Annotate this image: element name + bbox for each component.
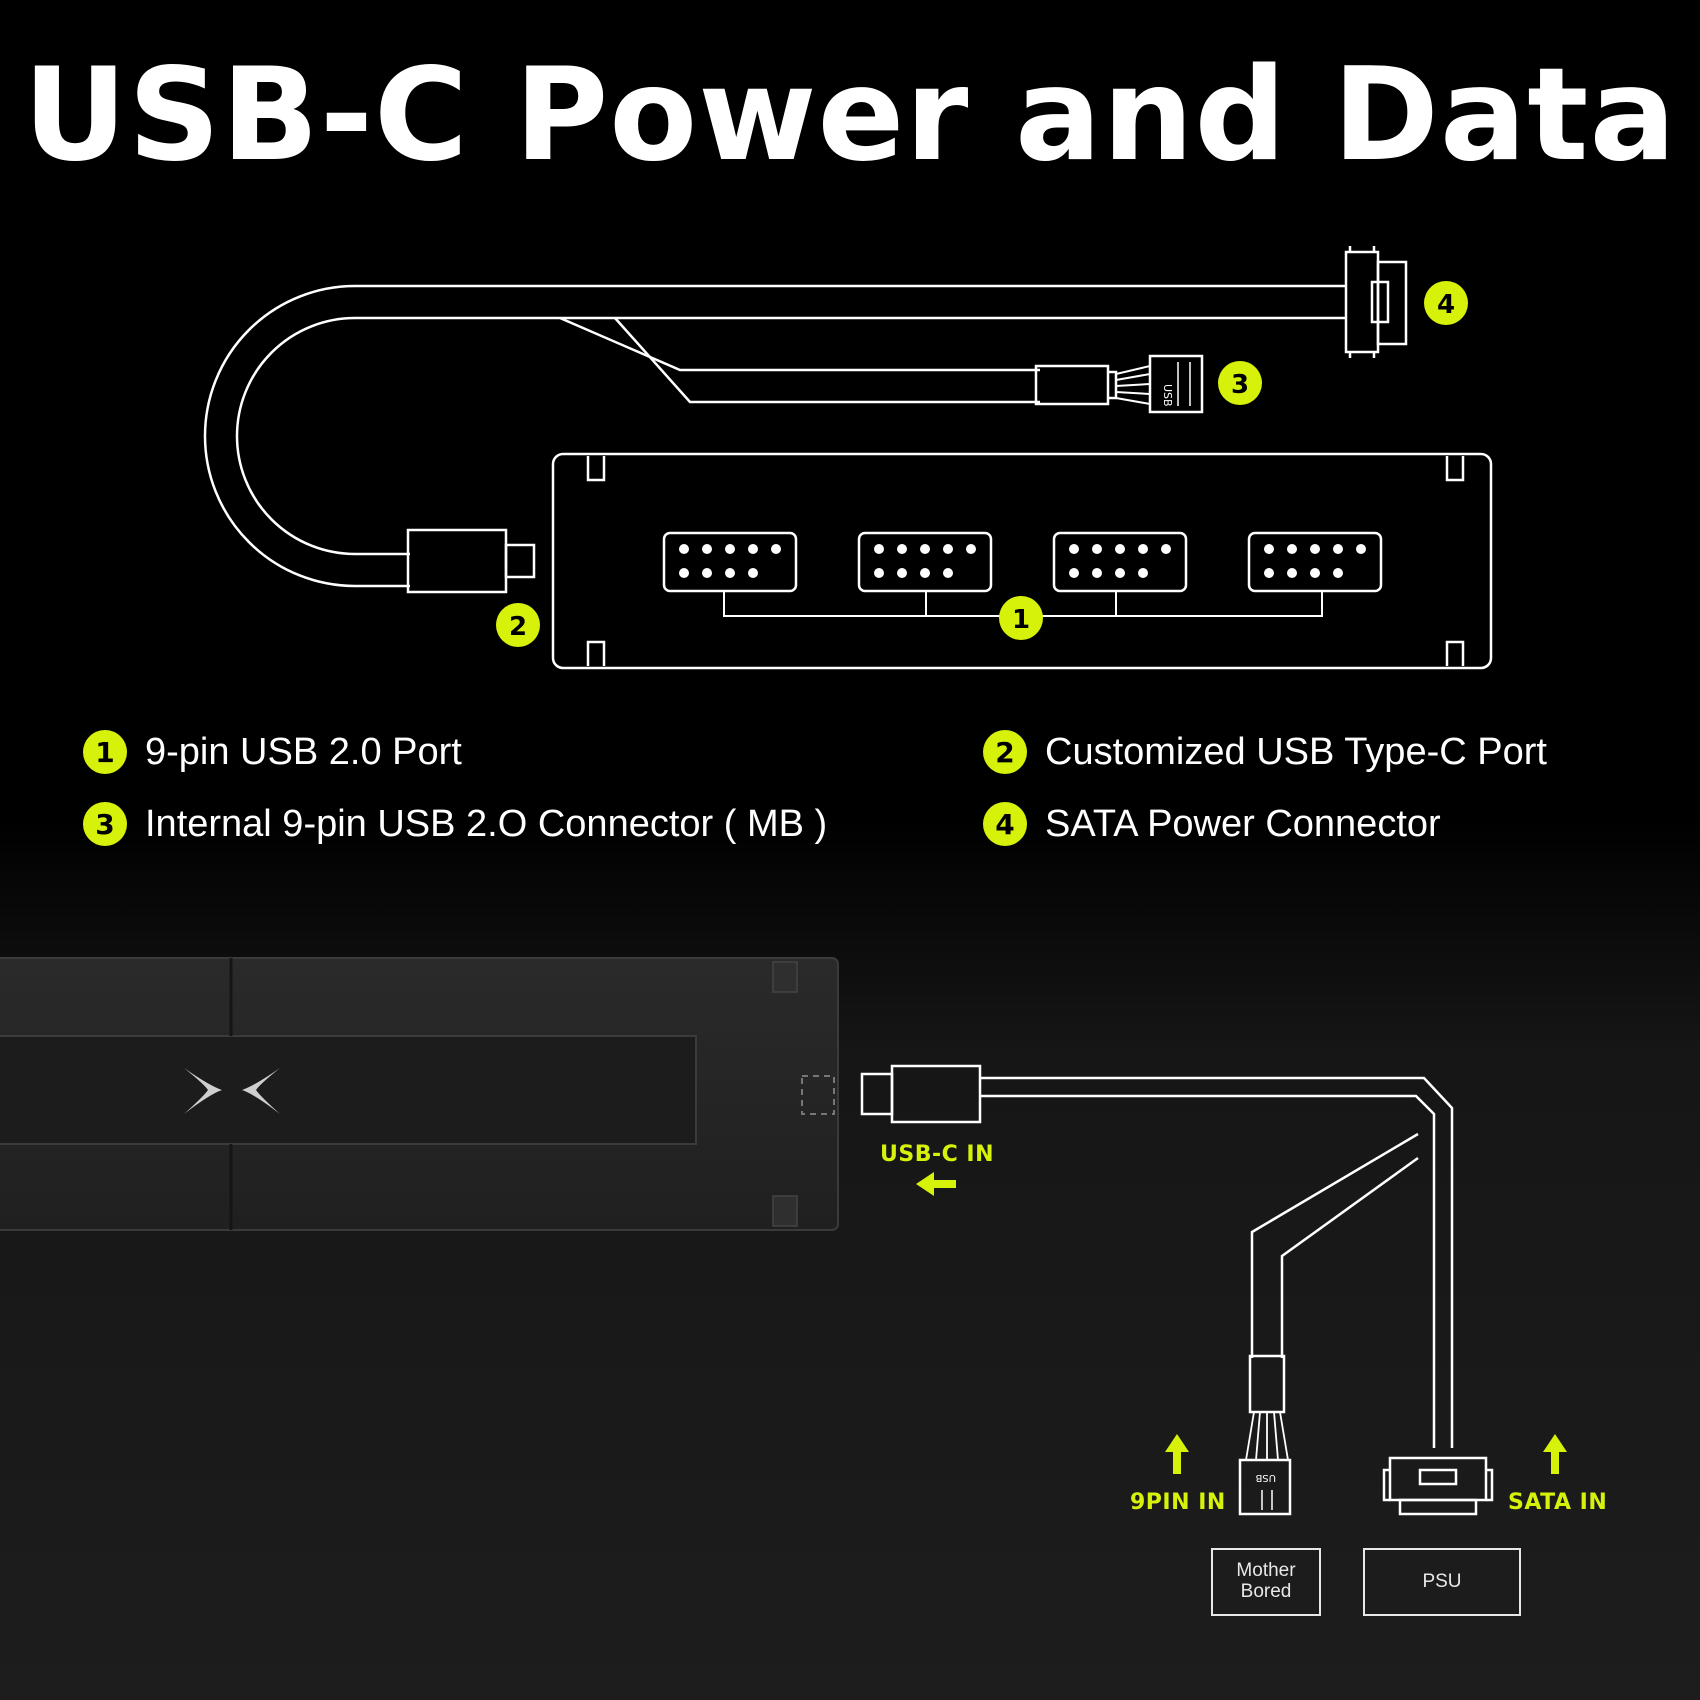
hub-board-drawing [551, 452, 1493, 670]
usb-9pin-label: USB [1255, 1472, 1276, 1483]
legend-item-4: 4 SATA Power Connector [983, 802, 1441, 846]
usbc-in-plug-drawing [860, 1064, 1494, 1516]
hub-port-4 [1247, 531, 1383, 593]
hub-ports-drawing [662, 531, 1383, 593]
sata-plug-drawing [1344, 246, 1408, 358]
hub-cable-diagram: USB 1 2 3 4 [203, 246, 1493, 670]
psu-label: PSU [1422, 1570, 1462, 1592]
legend-badge-4: 4 [983, 802, 1027, 846]
usb-header-plug-drawing: USB [1034, 354, 1204, 414]
page-title: USB-C Power and Data [23, 41, 1677, 190]
usbc-plug-drawing [406, 528, 536, 594]
diagram-badge-1: 1 [999, 596, 1043, 640]
svg-text:2: 2 [509, 612, 527, 642]
hub-port-1 [662, 531, 798, 593]
9pin-in-label: 9PIN IN [1130, 1490, 1226, 1515]
motherboard-box: Mother Bored [1211, 1548, 1321, 1616]
diagram-badge-3: 3 [1218, 361, 1262, 405]
main-cable [203, 284, 1345, 588]
legend-item-2: 2 Customized USB Type-C Port [983, 730, 1547, 774]
legend-text-4: SATA Power Connector [1045, 802, 1441, 845]
legend-text-1: 9-pin USB 2.0 Port [145, 730, 462, 773]
up-arrow-icon [1165, 1434, 1189, 1474]
sata-in-label: SATA IN [1508, 1490, 1608, 1515]
svg-text:3: 3 [1231, 370, 1249, 400]
motherboard-line-1: Mother [1236, 1560, 1296, 1582]
diagram-badge-4: 4 [1424, 281, 1468, 325]
up-arrow-icon [1543, 1434, 1567, 1474]
legend-item-1: 1 9-pin USB 2.0 Port [83, 730, 462, 774]
usb-header-label: USB [1161, 384, 1174, 407]
svg-text:4: 4 [1437, 290, 1455, 320]
legend-badge-2: 2 [983, 730, 1027, 774]
usbc-in-label: USB-C IN [880, 1142, 995, 1167]
branch-cable [559, 316, 1040, 372]
legend-badge-1: 1 [83, 730, 127, 774]
x-logo-icon [184, 1068, 280, 1114]
legend-item-3: 3 Internal 9-pin USB 2.O Connector ( MB … [83, 802, 827, 846]
install-diagram: USB [0, 957, 1567, 1516]
legend-text-3: Internal 9-pin USB 2.O Connector ( MB ) [145, 802, 828, 845]
svg-text:1: 1 [1012, 605, 1030, 635]
legend-text-2: Customized USB Type-C Port [1045, 730, 1547, 773]
diagram-badge-2: 2 [496, 603, 540, 647]
left-arrow-icon [916, 1172, 956, 1196]
motherboard-line-2: Bored [1240, 1581, 1292, 1602]
hub-device-photo [0, 957, 839, 1231]
hub-port-2 [857, 531, 993, 593]
psu-box: PSU [1363, 1548, 1521, 1616]
hub-port-3 [1052, 531, 1188, 593]
legend-badge-3: 3 [83, 802, 127, 846]
